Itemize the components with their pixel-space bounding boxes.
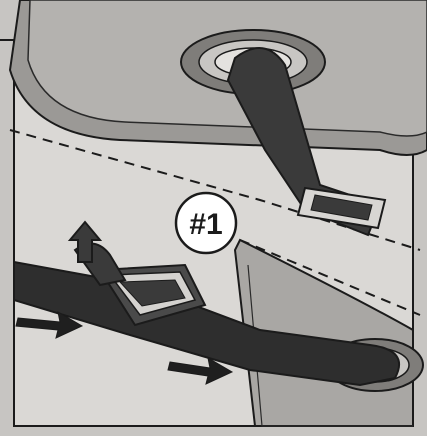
step-label-badge: #1: [176, 193, 236, 253]
step-label: #1: [189, 208, 222, 241]
